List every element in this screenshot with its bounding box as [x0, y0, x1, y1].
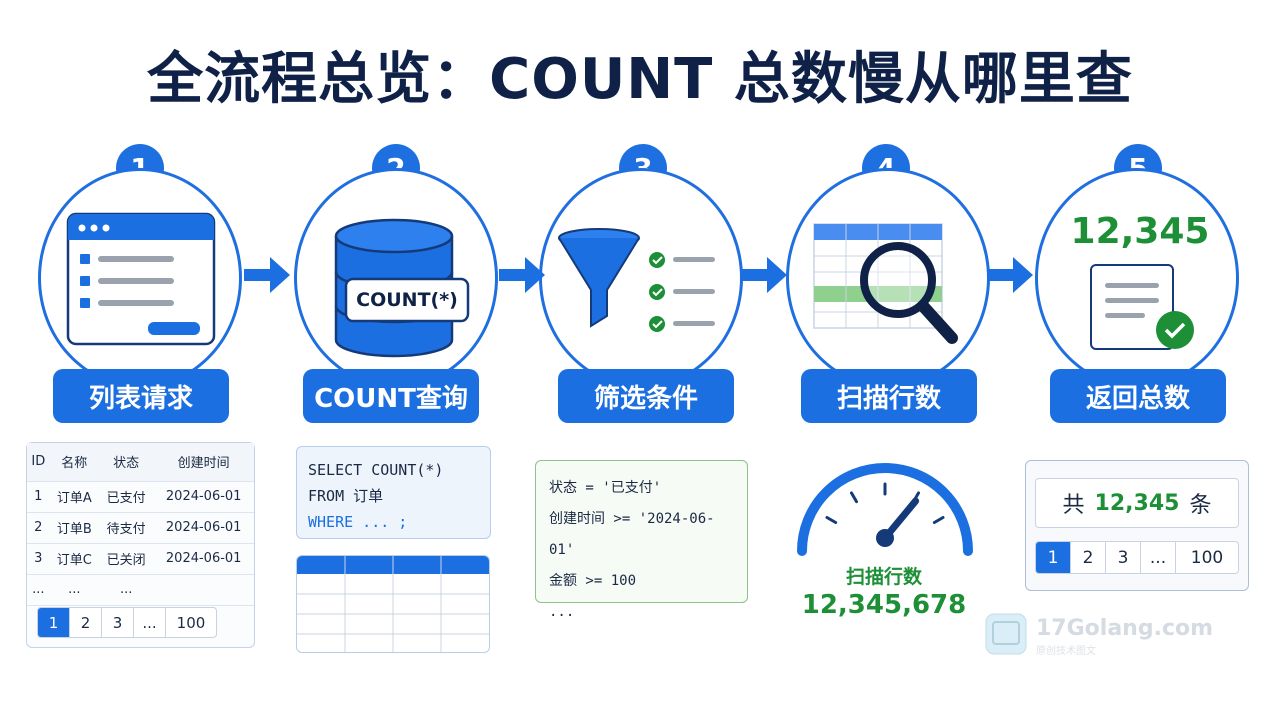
list-table-card: ID 名称 状态 创建时间 1 订单A 已支付 2024-06-01 2 订单B… [26, 442, 255, 648]
total-result-card: 共 12,345 条 1 2 3 ... 100 [1025, 460, 1249, 591]
flow-arrow-1 [244, 257, 290, 293]
magnifier-table-icon [813, 223, 958, 344]
flow-arrow-2 [499, 257, 545, 293]
table-cell: 已支付 [98, 481, 154, 513]
filter-conditions-card: 状态 = '已支付' 创建时间 >= '2024-06-01' 金额 >= 10… [535, 460, 748, 620]
column-header-id: ID [27, 443, 50, 482]
column-header-created: 创建时间 [153, 443, 254, 482]
condition-line: 状态 = '已支付' [549, 480, 662, 496]
sql-line-where: WHERE ... ; [308, 513, 408, 531]
count-badge: COUNT(*) [356, 289, 458, 311]
scan-rows-label: 扫描行数 [845, 566, 922, 588]
step-circle-1 [38, 168, 242, 388]
step-label-5: 返回总数 [1050, 369, 1226, 423]
step-circle-2: COUNT(*) [294, 168, 498, 388]
table-header-row: ID 名称 状态 创建时间 [27, 443, 254, 482]
step-label-1: 列表请求 [53, 369, 229, 423]
table-cell: ... [49, 574, 99, 606]
result-grid [296, 555, 490, 653]
table-cell: 已关闭 [98, 543, 154, 575]
table-cell: ... [98, 574, 154, 606]
step-label-3: 筛选条件 [558, 369, 734, 423]
table-cell: 订单C [49, 543, 99, 575]
table-cell: 2 [27, 512, 50, 544]
table-cell: 2024-06-01 [153, 543, 254, 575]
table-cell: 2024-06-01 [153, 481, 254, 513]
total-value: 12,345 [1094, 490, 1180, 516]
database-icon [334, 218, 470, 358]
condition-line: ... [549, 604, 575, 620]
total-suffix: 条 [1189, 493, 1212, 518]
table-cell: 订单B [49, 512, 99, 544]
condition-line: 金额 >= 100 [549, 573, 637, 589]
watermark-subtext: 原创技术图文 [1036, 646, 1096, 657]
page-button-last[interactable]: 100 [176, 613, 206, 632]
page-button-2[interactable]: 2 [70, 608, 102, 637]
step-circle-5: 12,345 [1035, 168, 1239, 388]
gauge-tick [825, 516, 838, 524]
page-title: 全流程总览：COUNT 总数慢从哪里查 [147, 47, 1133, 112]
step-label-4: 扫描行数 [801, 369, 977, 423]
column-header-status: 状态 [98, 443, 154, 482]
table-cell: 3 [27, 543, 50, 575]
page-ellipsis: ... [134, 608, 166, 637]
table-cell: 1 [27, 481, 50, 513]
watermark-text: 17Golang.com [1036, 616, 1214, 641]
scan-gauge-icon [797, 463, 973, 556]
list-table: ID 名称 状态 创建时间 1 订单A 已支付 2024-06-01 2 订单B… [27, 443, 254, 606]
funnel-icon [558, 228, 715, 332]
flow-arrow-3 [741, 257, 787, 293]
page-button-1[interactable]: 1 [38, 608, 70, 637]
table-cell: 订单A [49, 481, 99, 513]
page-button-1[interactable]: 1 [1036, 542, 1071, 573]
scan-rows-count: 12,345,678 [801, 590, 967, 620]
table-row[interactable]: 1 订单A 已支付 2024-06-01 [27, 481, 254, 513]
total-count-box: 共 12,345 条 [1035, 478, 1239, 528]
watermark-logo-icon [985, 613, 1027, 655]
table-cell: ... [27, 574, 50, 606]
sql-code-card: SELECT COUNT(*) FROM 订单 WHERE ... ; [296, 446, 491, 539]
step-circle-4 [786, 168, 990, 388]
table-cell [153, 574, 254, 606]
step5-total: 12,345 [1070, 211, 1210, 252]
page-ellipsis: ... [1141, 542, 1176, 573]
table-cell: 2024-06-01 [153, 512, 254, 544]
column-header-name: 名称 [49, 443, 99, 482]
page-button-last[interactable]: 100 [1190, 547, 1224, 568]
page-button-2[interactable]: 2 [1071, 542, 1106, 573]
total-pagination: 1 2 3 ... 100 [1035, 541, 1239, 574]
result-grid-graphic [297, 556, 489, 652]
table-row: ... ... ... [27, 574, 254, 606]
table-row[interactable]: 3 订单C 已关闭 2024-06-01 [27, 543, 254, 575]
step-circle-3 [539, 168, 743, 388]
sql-line-select: SELECT COUNT(*) [308, 461, 444, 479]
flow-arrow-4 [987, 257, 1033, 293]
condition-line: 创建时间 >= '2024-06-01' [549, 511, 715, 558]
gauge-tick [932, 516, 945, 524]
page-button-3[interactable]: 3 [102, 608, 134, 637]
table-row[interactable]: 2 订单B 待支付 2024-06-01 [27, 512, 254, 544]
table-cell: 待支付 [98, 512, 154, 544]
gauge-tick [850, 491, 858, 504]
sql-line-from: FROM 订单 [308, 487, 384, 505]
step-label-2: COUNT查询 [303, 369, 479, 423]
list-pagination: 1 2 3 ... 100 [37, 607, 217, 638]
total-prefix: 共 [1062, 493, 1085, 518]
page-button-3[interactable]: 3 [1106, 542, 1141, 573]
document-check-icon [1090, 264, 1194, 350]
browser-window-icon [66, 212, 216, 346]
